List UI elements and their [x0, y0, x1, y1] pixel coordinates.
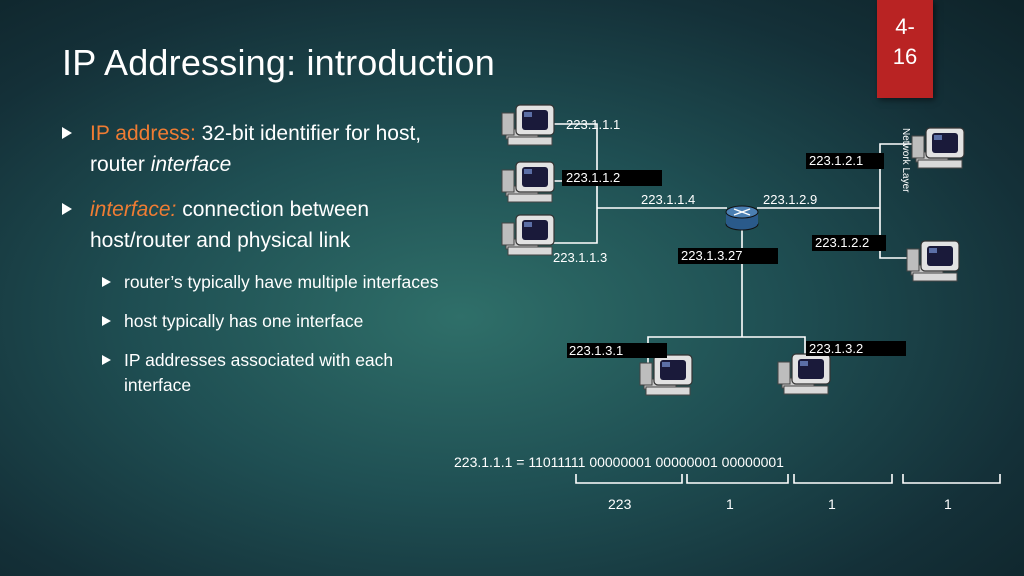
ip-label-router-2: 223.1.2.9 — [763, 192, 817, 207]
sub-bullet: IP addresses associated with each interf… — [62, 348, 462, 398]
bullet-term: IP address: — [90, 122, 196, 145]
slide-number-chapter: 4- — [895, 14, 915, 39]
bullet-italic: interface — [150, 153, 232, 176]
bullet-text: connection between host/router and physi… — [90, 198, 370, 252]
ip-label-host-7: 223.1.3.2 — [809, 341, 863, 356]
host-computer-icon — [501, 104, 555, 146]
bullet-interface: interface: connection between host/route… — [62, 194, 462, 256]
octet-label: 1 — [828, 496, 836, 512]
ip-label-host-1: 223.1.1.1 — [566, 117, 620, 132]
bullet-text: 32-bit identifier for host, router — [90, 122, 422, 176]
host-computer-icon — [501, 161, 555, 203]
octet-brackets — [575, 474, 1001, 484]
bullet-ip-address: IP address: 32-bit identifier for host, … — [62, 118, 462, 180]
octet-label: 1 — [944, 496, 952, 512]
slide-number-page: 16 — [892, 44, 918, 69]
slide-title: IP Addressing: introduction — [62, 42, 496, 83]
router-icon — [725, 205, 759, 231]
ip-label-host-4: 223.1.2.1 — [809, 153, 863, 168]
host-computer-icon — [906, 240, 960, 282]
sub-bullet: host typically has one interface — [62, 309, 462, 334]
host-computer-icon — [501, 214, 555, 256]
ip-label-router-1: 223.1.1.4 — [641, 192, 695, 207]
host-computer-icon — [911, 127, 965, 169]
ip-label-router-3: 223.1.3.27 — [681, 248, 742, 263]
sub-bullet: router’s typically have multiple interfa… — [62, 270, 462, 295]
octet-label: 223 — [608, 496, 632, 512]
rotated-network-layer-label: Network Layer — [900, 128, 911, 193]
slide-number-badge: 4- 16 — [877, 0, 933, 98]
ip-label-host-6: 223.1.3.1 — [569, 343, 623, 358]
bullet-term: interface: — [90, 198, 177, 221]
bullet-list: IP address: 32-bit identifier for host, … — [62, 118, 462, 408]
host-computer-icon — [777, 353, 831, 395]
octet-label: 1 — [726, 496, 734, 512]
ip-label-host-5: 223.1.2.2 — [815, 235, 869, 250]
ip-label-host-3: 223.1.1.3 — [553, 250, 607, 265]
ip-label-host-2: 223.1.1.2 — [566, 170, 620, 185]
binary-equation: 223.1.1.1 = 11011111 00000001 00000001 0… — [454, 454, 784, 470]
